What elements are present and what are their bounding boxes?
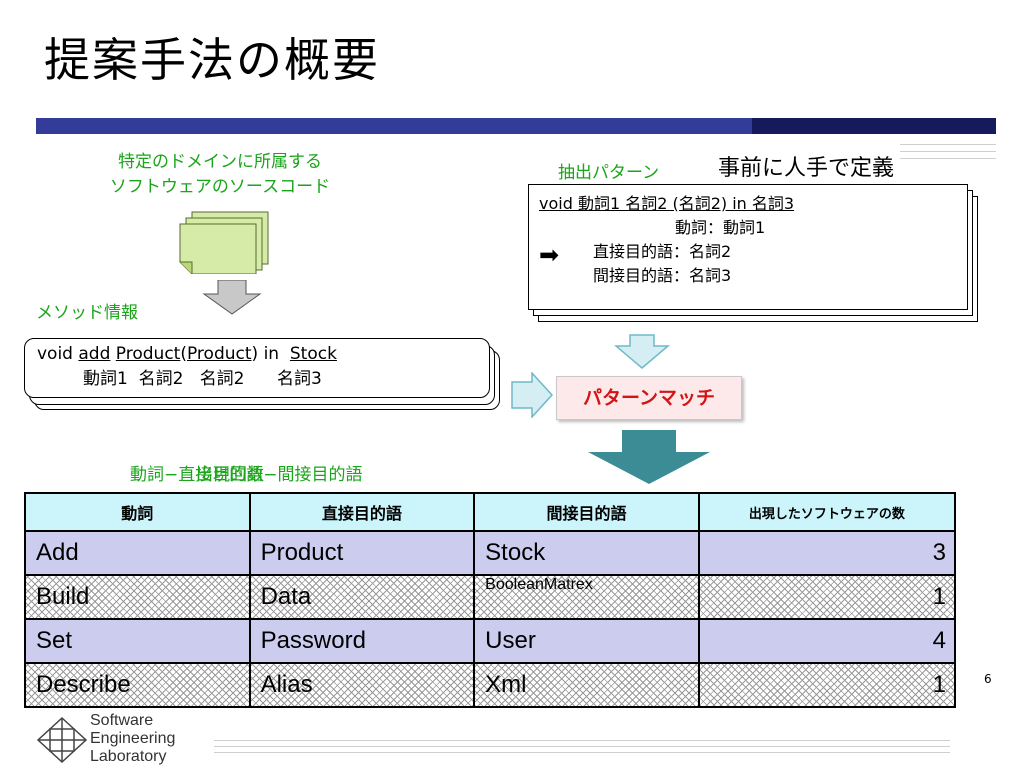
table-caption: 動詞−直接目的語−間接目的語 出現回数 [130, 460, 363, 485]
token-indirect-object: Stock [289, 344, 337, 364]
token-direct-object: Product [115, 344, 181, 364]
cell-verb: Set [24, 618, 251, 664]
sel-logo-icon [36, 716, 88, 764]
column-header-software-count: 出現したソフトウェアの数 [697, 492, 957, 532]
cell-verb: Build [24, 574, 251, 620]
documents-icon [179, 211, 269, 274]
cell-indirect-object: BooleanMatrex [473, 574, 700, 620]
down-arrow-icon [202, 280, 262, 315]
manual-definition-label: 事前に人手で定義 [718, 156, 895, 181]
source-label-line1: 特定のドメインに所属する [118, 152, 322, 172]
extraction-pattern-label: 抽出パターン [558, 163, 660, 183]
cell-indirect-object: User [473, 618, 700, 664]
word-class-3: 名詞2 [199, 369, 245, 389]
cell-indirect-object: Xml [473, 662, 700, 708]
pattern-direct-object-rule: 直接目的語：名詞2 [593, 242, 732, 261]
cell-verb: Add [24, 530, 251, 576]
cell-count: 1 [697, 662, 957, 708]
table-header-row: 動詞 直接目的語 間接目的語 出現したソフトウェアの数 [24, 492, 957, 532]
deco-line [900, 158, 996, 159]
small-down-arrow-icon [614, 334, 670, 369]
footer-line [214, 752, 950, 753]
cell-direct-object: Password [248, 618, 476, 664]
extraction-pattern-card: void 動詞1 名詞2 (名詞2) in 名詞3 動詞：動詞1 ➡ 直接目的語… [528, 184, 968, 310]
pattern-match-box: パターンマッチ [556, 376, 742, 420]
logo-line-laboratory: Laboratory [90, 748, 167, 765]
pattern-signature: void 動詞1 名詞2 (名詞2) in 名詞3 [539, 194, 795, 213]
pattern-verb-rule: 動詞：動詞1 [675, 218, 766, 237]
lab-logo-text: Software Engineering Laboratory [90, 712, 175, 766]
word-class-2: 名詞2 [138, 369, 184, 389]
method-info-label: メソッド情報 [36, 303, 138, 323]
column-header-direct-object: 直接目的語 [248, 492, 476, 532]
cell-count: 3 [697, 530, 957, 576]
token-paren-close: ) [251, 344, 259, 364]
table-caption-text: 動詞−直接目的語−間接目的語 [130, 465, 363, 485]
result-table: 動詞 直接目的語 間接目的語 出現したソフトウェアの数 Add Product … [24, 492, 957, 708]
column-header-indirect-object: 間接目的語 [473, 492, 700, 532]
token-verb: add [78, 344, 111, 364]
right-arrow-icon [511, 372, 554, 418]
deco-line [900, 144, 996, 145]
column-header-verb: 動詞 [24, 492, 251, 532]
token-in: in [263, 344, 280, 364]
logo-line-software: Software [90, 712, 154, 729]
token-paren-open: ( [180, 344, 187, 364]
slide-title: 提案手法の概要 [44, 33, 380, 87]
source-code-label: 特定のドメインに所属する ソフトウェアのソースコード [70, 150, 370, 200]
title-bar [36, 118, 752, 134]
table-row: Describe Alias Xml 1 [24, 662, 957, 708]
large-down-arrow-icon [588, 430, 710, 484]
deco-line [900, 151, 996, 152]
cell-direct-object: Alias [248, 662, 476, 708]
title-bar-accent [752, 118, 996, 134]
arrow-pointer-icon: ➡ [539, 241, 560, 269]
page-number: 6 [984, 672, 992, 686]
table-caption-overlap: 出現回数 [196, 465, 264, 485]
cell-direct-object: Data [248, 574, 476, 620]
table-row: Set Password User 4 [24, 618, 957, 664]
method-signature: void add Product(Product) in Stock [25, 339, 489, 367]
method-word-classes: 動詞1 名詞2 名詞2 名詞3 [25, 367, 489, 392]
word-class-4: 名詞3 [276, 369, 322, 389]
cell-direct-object: Product [248, 530, 476, 576]
table-row: Add Product Stock 3 [24, 530, 957, 576]
cell-verb: Describe [24, 662, 251, 708]
cell-indirect-object: Stock [473, 530, 700, 576]
table-row: Build Data BooleanMatrex 1 [24, 574, 957, 620]
token-void: void [37, 344, 73, 364]
token-param-type: Product [186, 344, 252, 364]
footer-line [214, 746, 950, 747]
cell-count: 4 [697, 618, 957, 664]
method-info-card: void add Product(Product) in Stock 動詞1 名… [24, 338, 490, 398]
source-label-line2: ソフトウェアのソースコード [109, 177, 331, 197]
footer-line [214, 740, 950, 741]
logo-line-engineering: Engineering [90, 730, 176, 747]
pattern-indirect-object-rule: 間接目的語：名詞3 [593, 266, 732, 285]
word-class-1: 動詞1 [83, 369, 128, 389]
cell-count: 1 [697, 574, 957, 620]
